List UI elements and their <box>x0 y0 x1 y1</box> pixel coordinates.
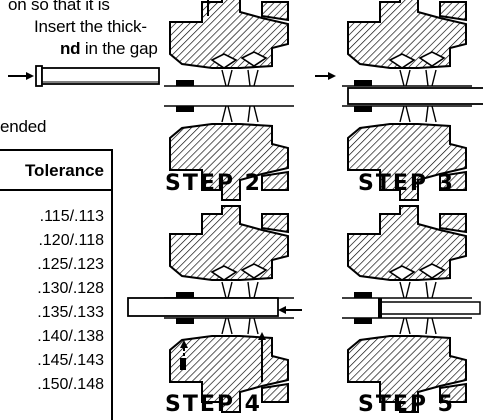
tolerance-row: .135/.133 <box>37 304 104 321</box>
intro-line-3-rest: in the gap <box>80 39 158 58</box>
step-2-label: STEP 2 <box>165 171 262 196</box>
tolerance-row: .150/.148 <box>37 376 104 393</box>
tolerance-table: Tolerance .115/.113 .120/.118 .125/.123 … <box>0 149 113 420</box>
feeler-shaft-illustration <box>8 65 160 87</box>
step-5-label: STEP 5 <box>358 392 455 417</box>
intro-line-3-bold: nd <box>60 39 81 58</box>
tolerance-row: .115/.113 <box>39 208 104 225</box>
tolerance-row: .145/.143 <box>37 352 104 369</box>
step-4-label: STEP 4 <box>165 392 262 417</box>
step-5-diagram <box>341 205 481 413</box>
intro-line-3: nd in the gap <box>60 38 158 60</box>
step-3-diagram <box>315 0 483 201</box>
tolerance-row: .120/.118 <box>38 232 104 249</box>
tolerance-row: .125/.123 <box>37 256 104 273</box>
step-4-diagram <box>127 205 302 413</box>
step-2-diagram <box>163 0 295 201</box>
intro-line-2: Insert the thick- <box>34 17 147 36</box>
tolerance-row: .140/.138 <box>37 328 104 345</box>
intro-line-1: on so that it is <box>8 0 110 14</box>
intro-line-4: ended <box>0 117 47 136</box>
tolerance-header: Tolerance <box>0 151 111 191</box>
step-3-label: STEP 3 <box>358 171 455 196</box>
tolerance-row: .130/.128 <box>37 280 104 297</box>
